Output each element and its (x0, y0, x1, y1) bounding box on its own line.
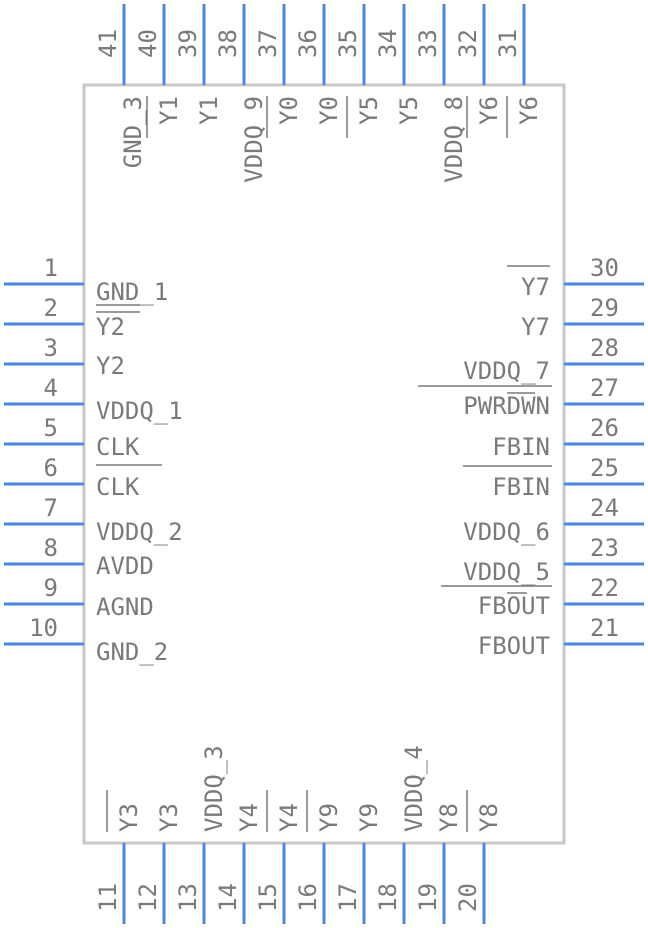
pin-number-13: 13 (174, 883, 202, 912)
pin-number-20: 20 (454, 883, 482, 912)
pin-number-18: 18 (374, 883, 402, 912)
pin-label-39: Y1 (155, 96, 183, 125)
pin-number-30: 30 (590, 254, 619, 282)
pin-label-16: Y9 (315, 803, 343, 832)
pin-label-22: FBOUT (478, 592, 550, 620)
pin-label-28: VDDQ_7 (463, 357, 550, 385)
pin-number-37: 37 (254, 29, 282, 58)
pin-number-36: 36 (294, 29, 322, 58)
pin-label-24: VDDQ_6 (463, 518, 550, 546)
pin-label-23: VDDQ_5 (463, 558, 550, 586)
pin-label-31: Y6 (475, 96, 503, 125)
pin-label-14: Y4 (235, 803, 263, 832)
pin-number-19: 19 (414, 883, 442, 912)
pin-label-25: FBIN (492, 473, 550, 501)
pin-label-20: Y8 (475, 803, 503, 832)
pin-number-15: 15 (254, 883, 282, 912)
pin-number-10: 10 (29, 614, 58, 642)
pin-label-5: CLK (96, 433, 140, 461)
pin-label-40: GND_3 (119, 96, 147, 168)
pin-label-33: Y5 (395, 96, 423, 125)
pin-number-28: 28 (590, 334, 619, 362)
pin-number-21: 21 (590, 614, 619, 642)
pin-label-4: VDDQ_1 (96, 397, 183, 425)
pin-number-3: 3 (44, 334, 58, 362)
pin-number-22: 22 (590, 574, 619, 602)
pin-number-26: 26 (590, 414, 619, 442)
pin-number-9: 9 (44, 574, 58, 602)
pin-number-2: 2 (44, 294, 58, 322)
pin-number-16: 16 (294, 883, 322, 912)
pin-label-31b: Y6 (515, 96, 543, 125)
pin-label-11: Y3 (115, 803, 143, 832)
bottom-pins: 11 12 13 14 15 16 17 18 19 20 Y3 Y3 VDDQ… (94, 745, 503, 924)
pin-label-37: VDDQ_9 (240, 96, 268, 183)
pin-number-34: 34 (374, 29, 402, 58)
pin-number-29: 29 (590, 294, 619, 322)
pin-number-32: 32 (454, 29, 482, 58)
pin-number-1: 1 (44, 254, 58, 282)
pin-label-36: Y0 (275, 96, 303, 125)
pin-label-13: VDDQ_3 (200, 745, 228, 832)
pin-number-39: 39 (174, 29, 202, 58)
pin-number-6: 6 (44, 454, 58, 482)
pin-label-17: Y9 (355, 803, 383, 832)
pin-number-41: 41 (94, 29, 122, 58)
pin-number-14: 14 (214, 883, 242, 912)
pin-number-27: 27 (590, 374, 619, 402)
pin-label-21: FBOUT (478, 632, 550, 660)
left-pins: 1 2 3 4 5 6 7 8 9 10 GND_1 Y2 Y2 VDDQ_1 … (4, 254, 183, 666)
pin-number-7: 7 (44, 494, 58, 522)
pin-label-6: CLK (96, 473, 140, 501)
pin-number-33: 33 (414, 29, 442, 58)
pin-number-35: 35 (334, 29, 362, 58)
pin-number-40: 40 (134, 29, 162, 58)
pin-number-12: 12 (134, 883, 162, 912)
pin-number-23: 23 (590, 534, 619, 562)
pin-number-8: 8 (44, 534, 58, 562)
pin-number-38: 38 (214, 29, 242, 58)
pin-label-30: Y7 (521, 273, 550, 301)
pin-label-10: GND_2 (96, 638, 168, 666)
pin-label-35: Y0 (315, 96, 343, 125)
top-pins: 41 40 39 38 37 36 35 34 33 32 31 GND_3 Y… (94, 4, 543, 183)
pin-number-5: 5 (44, 414, 58, 442)
pin-label-18: VDDQ_4 (400, 745, 428, 832)
right-pins: 30 29 28 27 26 25 24 23 22 21 Y7 Y7 VDDQ… (418, 254, 644, 660)
pin-label-12: Y3 (155, 803, 183, 832)
pin-number-17: 17 (334, 883, 362, 912)
pin-label-15: Y4 (275, 803, 303, 832)
pin-number-24: 24 (590, 494, 619, 522)
pin-label-19: Y8 (435, 803, 463, 832)
pin-label-27: PWRDWN (463, 392, 550, 420)
pin-label-2: Y2 (96, 313, 125, 341)
chip-body (82, 83, 566, 845)
pin-label-7: VDDQ_2 (96, 518, 183, 546)
pin-label-26: FBIN (492, 433, 550, 461)
pin-number-4: 4 (44, 374, 58, 402)
pin-number-25: 25 (590, 454, 619, 482)
pin-label-34: Y5 (355, 96, 383, 125)
pin-label-1: GND_1 (96, 278, 168, 306)
pin-number-31: 31 (494, 29, 522, 58)
pin-label-32: VDDQ_8 (440, 96, 468, 183)
pin-label-3: Y2 (96, 352, 125, 380)
pin-label-9: AGND (96, 593, 154, 621)
pin-label-8: AVDD (96, 552, 154, 580)
pin-label-38: Y1 (195, 96, 223, 125)
pin-number-11: 11 (94, 883, 122, 912)
pin-label-29: Y7 (521, 313, 550, 341)
